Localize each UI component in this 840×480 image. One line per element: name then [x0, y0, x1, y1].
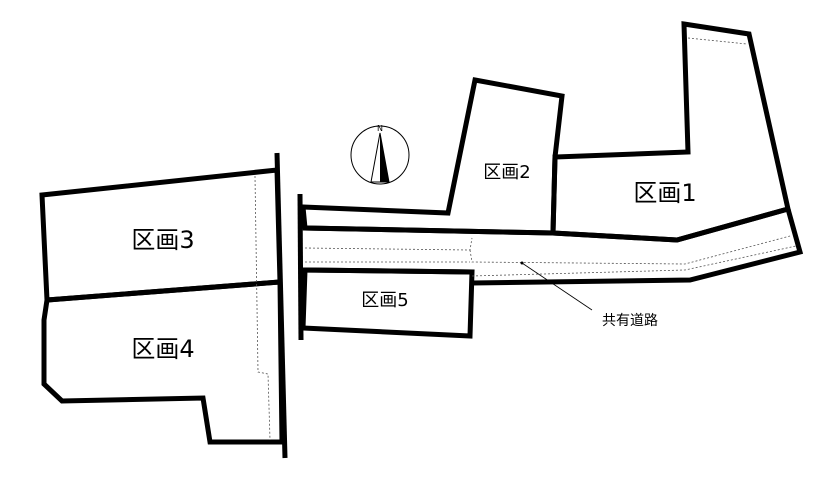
lot-5-boundary — [300, 267, 475, 339]
north-arrow-icon: N — [350, 124, 410, 185]
lot-2-boundary — [300, 77, 565, 236]
shared-road-east-edge — [471, 208, 804, 286]
left-block-east-edge — [274, 152, 288, 459]
shared-road-setback-line-2 — [469, 235, 791, 265]
lot-1-top-setback-line — [687, 37, 748, 45]
shared-road-leader-dot — [520, 261, 524, 265]
lot-3-label: 区画3 — [131, 226, 194, 254]
compass-north-letter: N — [377, 124, 383, 133]
shared-road-setback-line-1 — [304, 237, 473, 251]
lot-1-label: 区画1 — [633, 179, 696, 207]
right-block-west-edge — [297, 193, 304, 341]
left-block-setback-line — [254, 175, 271, 441]
shared-road-upper-edge — [304, 206, 789, 243]
shared-road-label: 共有道路 — [602, 313, 658, 329]
lot-5-label: 区画5 — [361, 290, 408, 311]
lot-1-boundary — [550, 21, 791, 243]
lot-4-label: 区画4 — [131, 335, 194, 363]
shared-road-leader-line — [521, 262, 593, 311]
lot-2-label: 区画2 — [483, 162, 530, 183]
shared-road-setback-line-4 — [471, 245, 797, 277]
